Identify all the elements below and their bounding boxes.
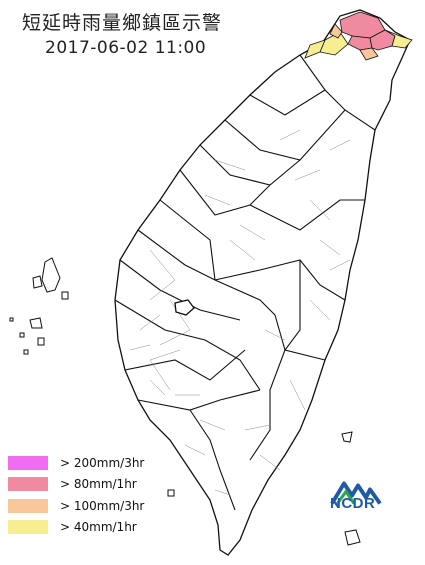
lake-outline [174,299,195,316]
legend-swatch [8,520,48,535]
legend-swatch [8,455,48,470]
taiwan-island [114,9,411,556]
legend-swatch [8,477,48,492]
legend-item: > 40mm/1hr [8,517,144,539]
legend: > 200mm/3hr > 80mm/1hr > 100mm/3hr > 40m… [8,452,144,538]
liuqiu-island [167,489,175,497]
map-datetime: 2017-06-02 11:00 [45,38,207,58]
legend-item: > 200mm/3hr [8,452,144,474]
penghu-islands [9,257,69,355]
legend-label: > 100mm/3hr [60,498,145,513]
legend-item: > 100mm/3hr [8,495,144,517]
map-title: 短延時雨量鄉鎮區示警 [22,12,223,34]
green-island [341,431,353,443]
legend-item: > 80mm/1hr [8,474,144,496]
orchid-island [344,529,361,546]
legend-swatch [8,498,48,513]
legend-label: > 200mm/3hr [60,455,145,470]
ncdr-logo-icon [330,481,382,507]
northern-warning-area [304,11,413,61]
legend-label: > 40mm/1hr [60,520,137,535]
ncdr-logo-text: NCDR [330,495,376,512]
legend-label: > 80mm/1hr [60,477,137,492]
